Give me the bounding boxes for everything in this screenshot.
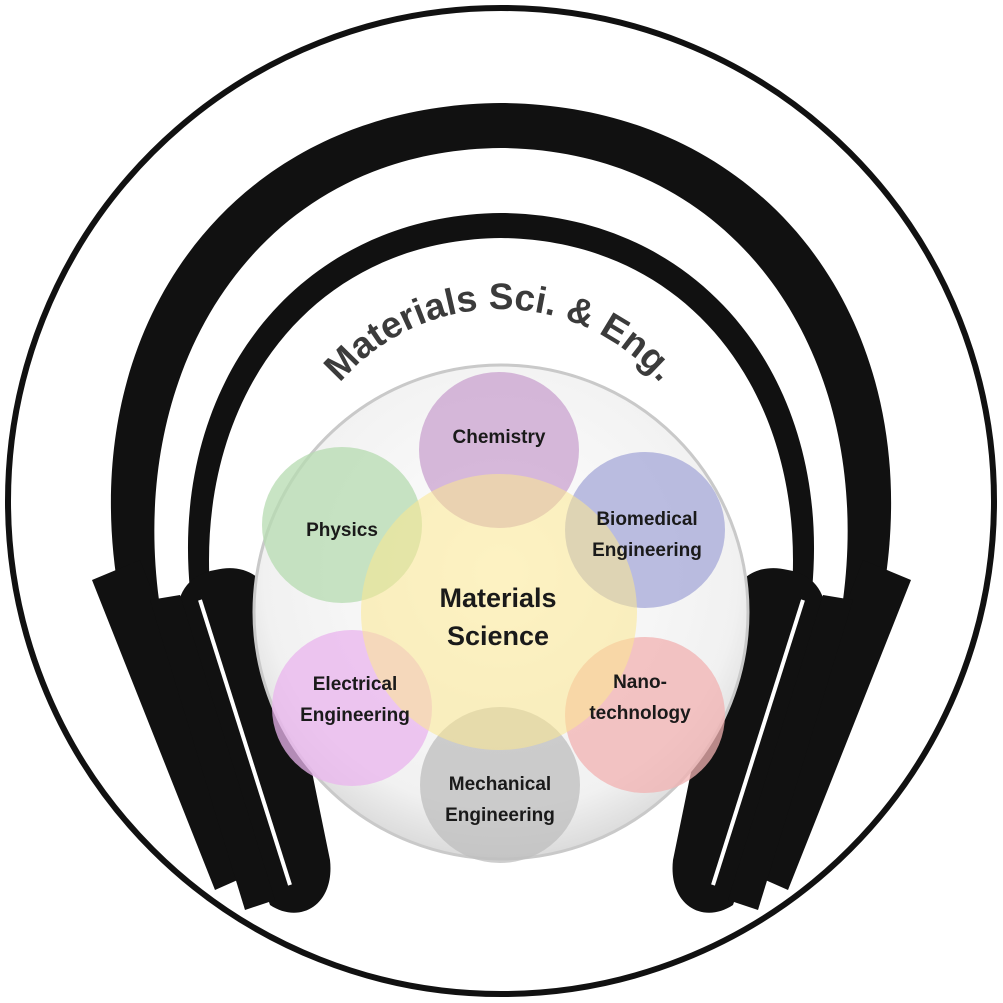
label-electrical-line2: Engineering (300, 705, 410, 726)
petal-mechanical (420, 707, 580, 863)
label-chemistry-line1: Chemistry (453, 427, 546, 448)
center-circle (361, 474, 637, 750)
label-biomedical-line2: Engineering (592, 540, 702, 561)
discipline-labels: ChemistryBiomedicalEngineeringNano-techn… (300, 427, 702, 826)
label-mechanical-line2: Engineering (445, 805, 555, 826)
center-label-line2: Science (447, 621, 549, 651)
label-mechanical-line1: Mechanical (449, 774, 551, 795)
ear-cup-highlights (198, 599, 805, 886)
label-nano-line1: Nano- (613, 672, 667, 693)
label-electrical-line1: Electrical (313, 674, 398, 695)
label-biomedical-line1: Biomedical (596, 509, 697, 530)
label-physics-line1: Physics (306, 520, 378, 541)
center-label-line1: Materials (439, 583, 556, 613)
label-nano-line2: technology (589, 703, 691, 724)
